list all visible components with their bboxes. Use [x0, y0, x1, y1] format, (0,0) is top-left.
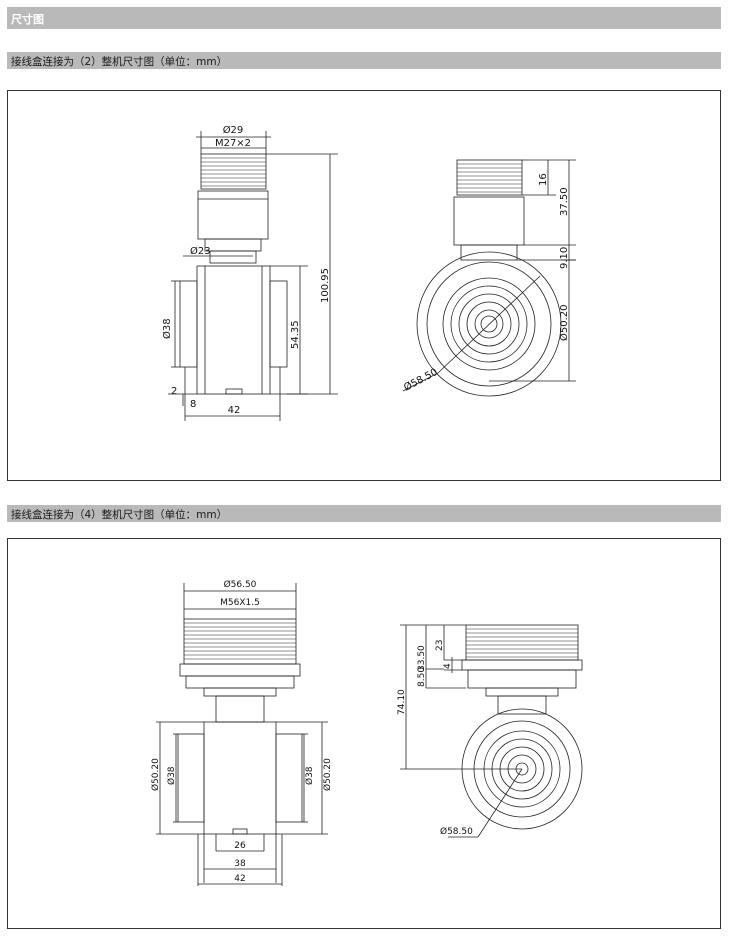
dim-height-total: 100.95: [320, 268, 331, 303]
dim-d-left-inner: Ø38: [166, 766, 177, 785]
dim-width: 42: [228, 405, 241, 416]
dim-h74: 74.10: [397, 689, 407, 715]
dim-d-left-outer: Ø50.20: [150, 758, 161, 791]
section-1-heading-bar: 接线盒连接为（2）整机尺寸图（单位：mm）: [7, 52, 721, 69]
dim-d-dial: Ø58.50: [440, 826, 473, 837]
dim-h4: 4: [443, 663, 453, 669]
dim-h37: 37.50: [559, 187, 570, 216]
section-1-drawing-frame: Ø29 M27×2 Ø23 Ø38 54.35 100.95 2 8 42 16…: [7, 90, 721, 481]
dim-d-top: Ø29: [223, 124, 244, 136]
section-1-drawing: Ø29 M27×2 Ø23 Ø38 54.35 100.95 2 8 42 16…: [161, 124, 576, 421]
dim-h33: 33.50: [417, 645, 427, 671]
dim-d-body: Ø38: [161, 318, 173, 339]
dim-8: 8: [190, 399, 196, 410]
dim-d-top: Ø56.50: [224, 579, 257, 590]
dim-d-dial: Ø58.50: [402, 366, 440, 394]
dim-h8: 8.50: [417, 667, 427, 687]
section-2-drawing-frame: Ø56.50 M56X1.5 Ø50.20 Ø38 Ø38 Ø50.20 26 …: [7, 538, 721, 929]
dim-w42: 42: [234, 874, 245, 884]
section-1-heading: 接线盒连接为（2）整机尺寸图（单位：mm）: [11, 56, 228, 68]
page-title: 尺寸图: [11, 13, 44, 26]
page-title-bar: 尺寸图: [7, 7, 721, 29]
dim-d-neck: Ø23: [190, 245, 211, 257]
dim-height-body: 54.35: [290, 320, 301, 349]
dim-w26: 26: [234, 841, 246, 851]
dim-h16: 16: [538, 173, 549, 186]
section-2-heading-bar: 接线盒连接为（4）整机尺寸图（单位：mm）: [7, 505, 721, 522]
dim-2: 2: [171, 386, 177, 397]
section-2-heading: 接线盒连接为（4）整机尺寸图（单位：mm）: [11, 509, 228, 521]
dim-d-right-outer: Ø50.20: [322, 758, 333, 791]
dim-d-body-side: Ø50.20: [558, 305, 570, 342]
dim-thread: M27×2: [215, 138, 251, 149]
dim-h9: 9.10: [559, 247, 570, 269]
thread-block: [200, 153, 267, 190]
dim-w38: 38: [234, 859, 246, 869]
dim-d-right-inner: Ø38: [304, 766, 315, 785]
section-2-drawing: Ø56.50 M56X1.5 Ø50.20 Ø38 Ø38 Ø50.20 26 …: [150, 579, 583, 886]
dim-h23: 23: [435, 640, 445, 651]
dim-thread: M56X1.5: [220, 598, 260, 608]
